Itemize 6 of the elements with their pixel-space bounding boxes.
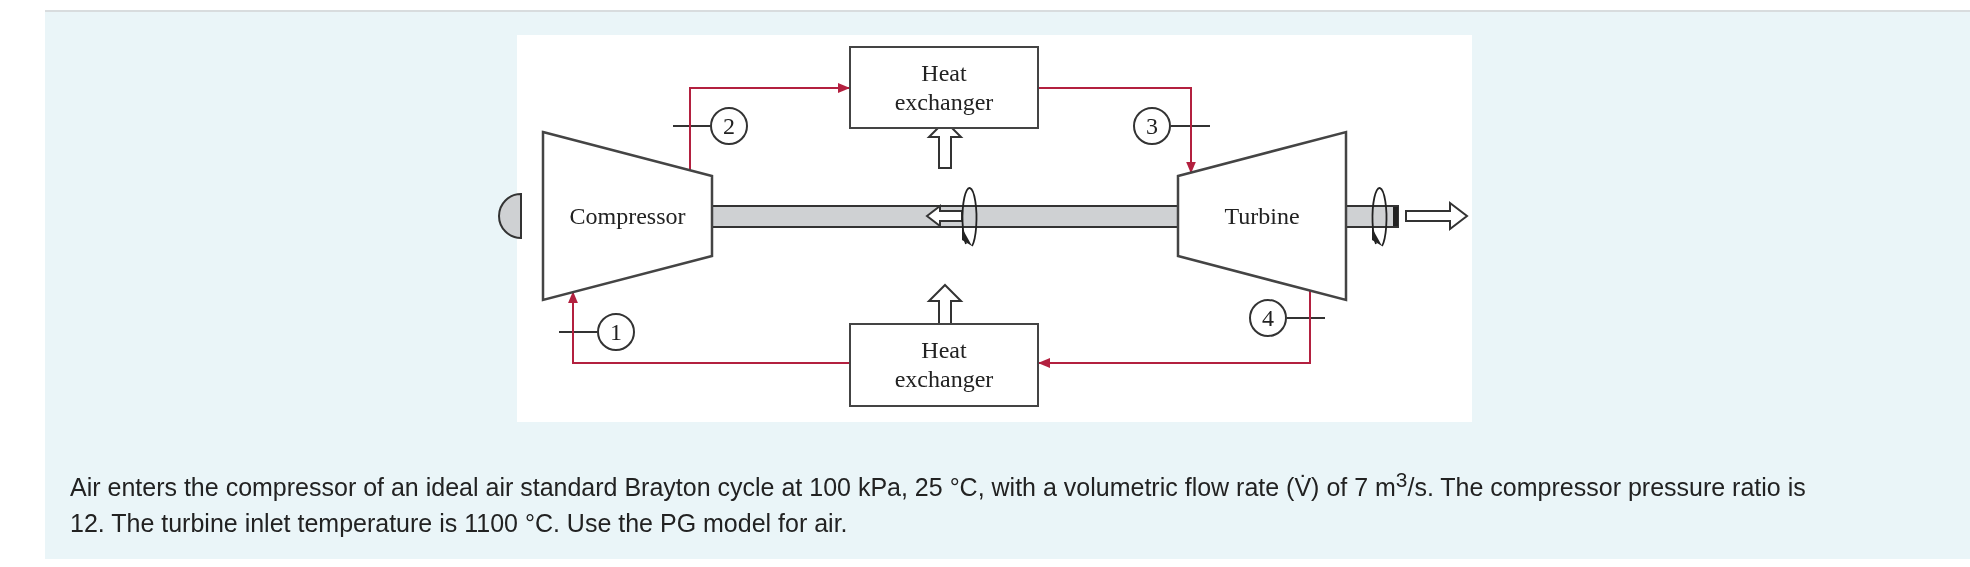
compressor-shape: Compressor — [543, 132, 712, 300]
turbine-shape: Turbine — [1178, 132, 1346, 300]
problem-text: Air enters the compressor of an ideal air standard Brayton cycle at 100 kPa, 25 °C, with a volumetric flow rate (V̇) of 7 m$^{3}$/s. The compressor pressure ratio is 12. The turbine inlet temperature is 1100 °C. Use the PG model for air. — [70, 467, 1807, 540]
flow-arrow — [568, 291, 850, 364]
heat-exchanger-box: Heat exchanger — [849, 323, 1039, 407]
heat-exchanger-box: Heat exchanger — [849, 46, 1039, 129]
